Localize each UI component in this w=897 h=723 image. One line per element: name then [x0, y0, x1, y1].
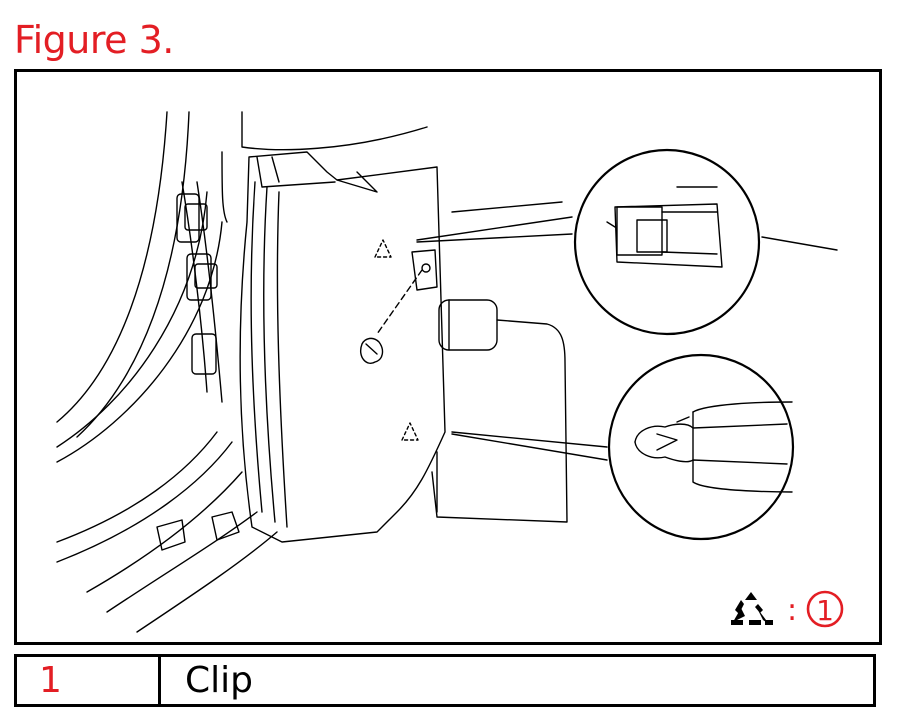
legend-number: 1 — [14, 654, 161, 707]
callout-number: 1 — [816, 594, 834, 627]
detail-circle-bottom — [607, 353, 795, 541]
legend-description: Clip — [158, 654, 876, 707]
leader-lines — [416, 201, 838, 461]
dashed-triangle-icon — [374, 239, 392, 258]
callout-number-circle — [806, 590, 844, 628]
callout-separator: : — [787, 593, 797, 628]
dashed-triangle-icon — [401, 422, 419, 441]
trim-panel — [239, 151, 446, 543]
legend-row: 1 Clip — [14, 654, 876, 707]
clip-location-diagram: : 1 — [56, 111, 844, 633]
clip-marker-triangles — [374, 239, 419, 441]
figure-title: Figure 3. — [14, 18, 174, 62]
bracket — [431, 299, 568, 523]
dashed-triangle-icon — [731, 592, 773, 625]
pillar-clips — [156, 193, 240, 551]
body-pillar — [56, 111, 428, 633]
detail-circle-top — [573, 148, 761, 336]
callout-key: : 1 — [731, 590, 844, 628]
legend-table: 1 Clip — [14, 654, 876, 707]
figure-frame: : 1 — [14, 69, 882, 645]
